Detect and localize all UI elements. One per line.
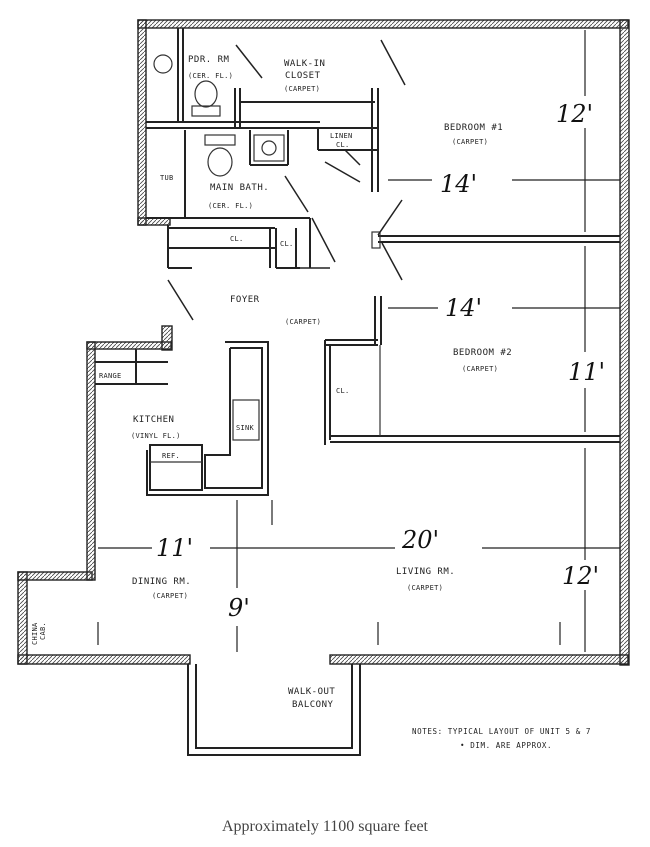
foyer-floor: (CARPET) [285,318,321,326]
walk-in-closet-label-2: CLOSET [285,71,321,81]
main-bath-toilet-icon [207,147,233,177]
dining-depth-dim: 9' [228,594,250,622]
bedroom-1-width-dim: 14' [440,170,477,198]
linen-closet-label-2: CL. [336,141,350,149]
interior-walls [95,28,620,756]
dimension-labels: 12' 14' 14' 11' 11' 20' 12' 9' [156,100,605,622]
bedroom-1-floor: (CARPET) [452,138,488,146]
dining-room-floor: (CARPET) [152,592,188,600]
closet-c-label: CL. [336,387,350,395]
room-labels: PDR. RM (CER. FL.) WALK-IN CLOSET (CARPE… [31,55,512,710]
bedroom-1-height-dim: 12' [556,100,593,128]
balcony-label: WALK-OUT [288,687,335,697]
living-room-label: LIVING RM. [396,567,455,577]
pdr-toilet-icon [194,80,218,108]
main-bath-floor: (CER. FL.) [208,202,253,210]
walk-in-closet-floor: (CARPET) [284,85,320,93]
notes-line-1: NOTES: TYPICAL LAYOUT OF UNIT 5 & 7 [412,727,591,736]
bedroom-1-label: BEDROOM #1 [444,123,503,133]
bedroom-2-height-dim: 11' [568,358,605,386]
closet-b-label: CL. [280,240,294,248]
kitchen-floor: (VINYL FL.) [131,432,181,440]
kitchen-label: KITCHEN [133,415,174,425]
living-width-dim: 20' [401,526,439,554]
pdr-sink-icon [153,54,173,74]
bedroom-2-label: BEDROOM #2 [453,348,512,358]
closet-a-label: CL. [230,235,244,243]
ref-label: REF. [162,452,180,460]
pdr-floor-label: (CER. FL.) [188,72,233,80]
notes: NOTES: TYPICAL LAYOUT OF UNIT 5 & 7 • DI… [412,727,591,750]
dining-room-label: DINING RM. [132,577,191,587]
living-room-floor: (CARPET) [407,584,443,592]
foyer-label: FOYER [230,295,260,305]
linen-closet-label: LINEN [330,132,353,140]
tub-label: TUB [160,174,174,182]
main-bath-label: MAIN BATH. [210,183,269,193]
balcony-label-2: BALCONY [292,700,334,710]
sink-label: SINK [236,424,255,432]
china-cab-label: CHINA [31,622,39,645]
bedroom-2-floor: (CARPET) [462,365,498,373]
range-label: RANGE [99,372,122,380]
notes-line-2: • DIM. ARE APPROX. [460,741,552,750]
living-height-dim: 12' [562,562,599,590]
walk-in-closet-label: WALK-IN [284,59,325,69]
fixtures [153,54,285,177]
dimension-lines [97,30,620,652]
bedroom-2-width-dim: 14' [445,294,482,322]
kitchen-width-dim: 11' [156,534,193,562]
exterior-walls [17,19,630,666]
china-cab-label-2: CAB. [39,622,47,640]
doors [167,39,406,321]
caption: Approximately 1100 square feet [221,818,428,835]
main-bath-sink-icon [261,140,277,156]
pdr-room-label: PDR. RM [188,55,230,65]
